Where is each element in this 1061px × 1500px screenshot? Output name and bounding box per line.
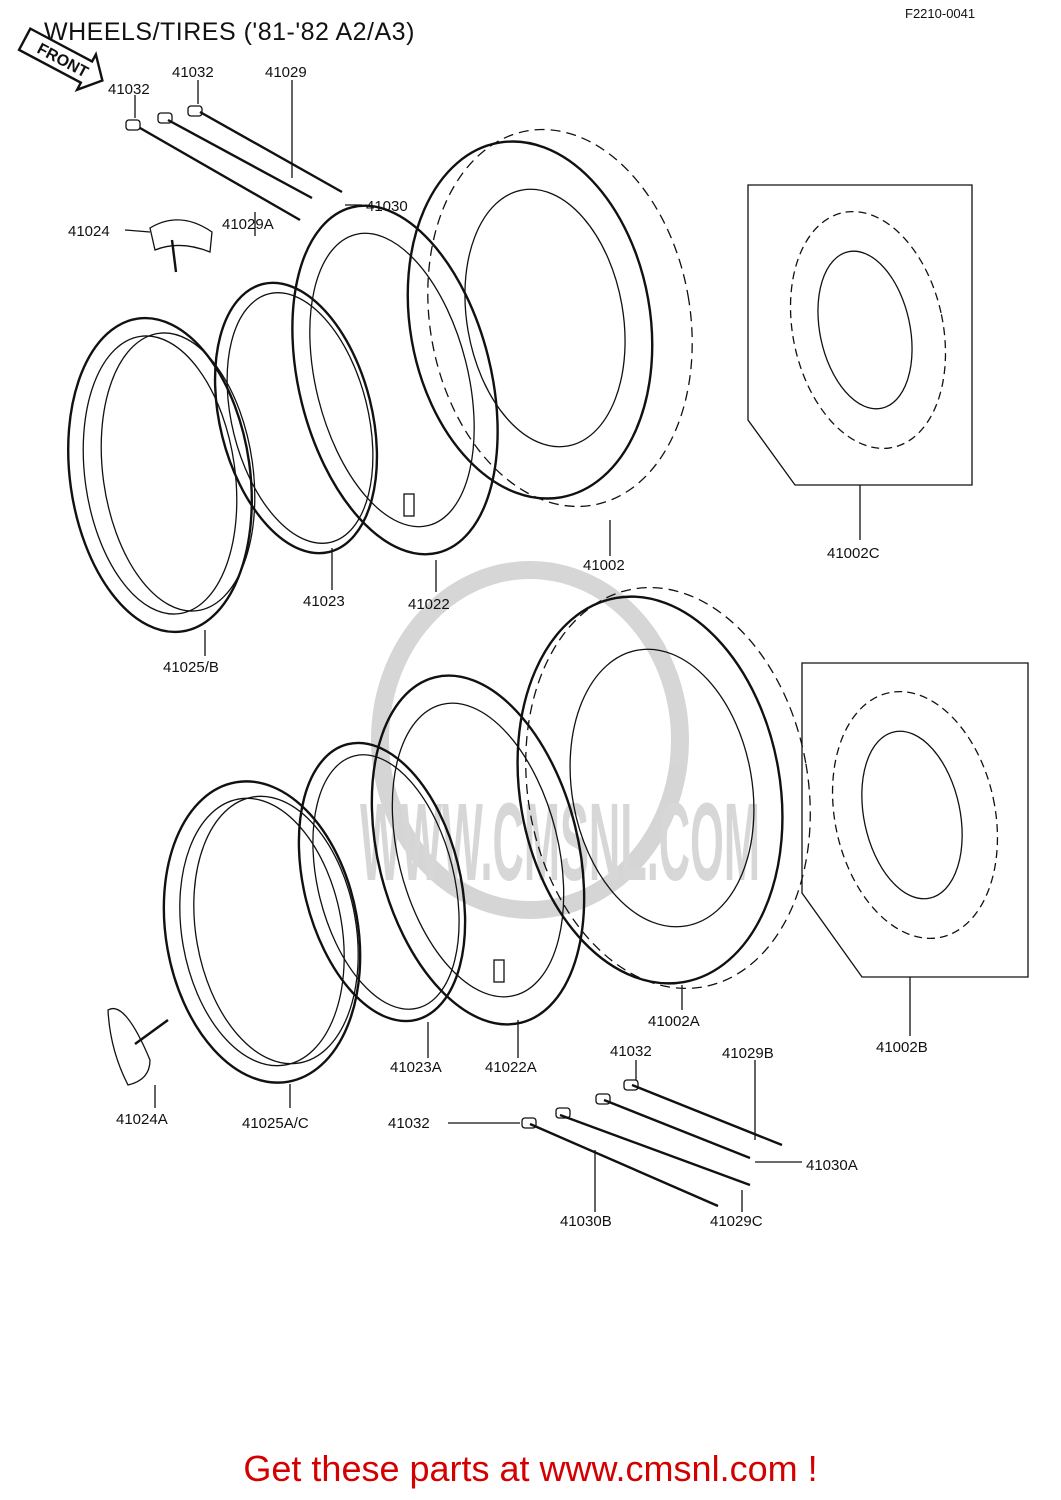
part-label-41002A: 41002A (648, 1013, 700, 1030)
leader-lines-bottom (154, 977, 911, 1212)
part-label-41029: 41029 (265, 64, 307, 81)
part-label-41032-d: 41032 (388, 1115, 430, 1132)
part-label-41025-b: 41025/B (163, 659, 219, 676)
tube-bottom (370, 674, 586, 1026)
tire-top (406, 128, 693, 508)
spokes-bottom (521, 1079, 783, 1208)
part-label-41024A: 41024A (116, 1111, 168, 1128)
part-label-41002C: 41002C (827, 545, 880, 562)
part-label-41029B: 41029B (722, 1045, 774, 1062)
part-label-41029A: 41029A (222, 216, 274, 233)
part-label-41002B: 41002B (876, 1039, 928, 1056)
valve-top (149, 219, 213, 273)
part-label-41030: 41030 (366, 198, 408, 215)
rim-bottom (162, 780, 362, 1084)
part-label-41023: 41023 (303, 593, 345, 610)
footer-link-text[interactable]: Get these parts at www.cmsnl.com ! (243, 1448, 818, 1489)
front-arrow-icon: FRONT (17, 27, 104, 92)
part-label-41032-a: 41032 (108, 81, 150, 98)
part-label-41024: 41024 (68, 223, 110, 240)
leader-lines-top (124, 80, 861, 656)
spokes-top (125, 105, 343, 222)
part-label-41022A: 41022A (485, 1059, 537, 1076)
tire-bottom (516, 586, 811, 990)
document-id: F2210-0041 (905, 6, 976, 21)
rim-band-bottom (297, 741, 467, 1023)
rim-band-top (213, 281, 379, 555)
part-label-41032-b: 41032 (172, 64, 214, 81)
part-label-41030A: 41030A (806, 1157, 858, 1174)
part-label-41022: 41022 (408, 596, 450, 613)
cmsnl-watermark: WWW.CMSNL.COM (360, 561, 760, 919)
part-label-41025A-C: 41025A/C (242, 1115, 309, 1132)
part-label-41032-c: 41032 (610, 1043, 652, 1060)
rim-top (67, 316, 256, 634)
tire-option-box-c (747, 184, 973, 486)
part-label-41023A: 41023A (390, 1059, 442, 1076)
part-label-41002: 41002 (583, 557, 625, 574)
tube-top (291, 204, 499, 556)
tire-option-box-b (801, 662, 1029, 978)
diagram-title: WHEELS/TIRES ('81-'82 A2/A3) (44, 18, 415, 46)
part-label-41029C: 41029C (710, 1213, 763, 1230)
valve-bottom (107, 1007, 169, 1086)
part-label-41030B: 41030B (560, 1213, 612, 1230)
watermark-text: WWW.CMSNL.COM (360, 781, 760, 904)
